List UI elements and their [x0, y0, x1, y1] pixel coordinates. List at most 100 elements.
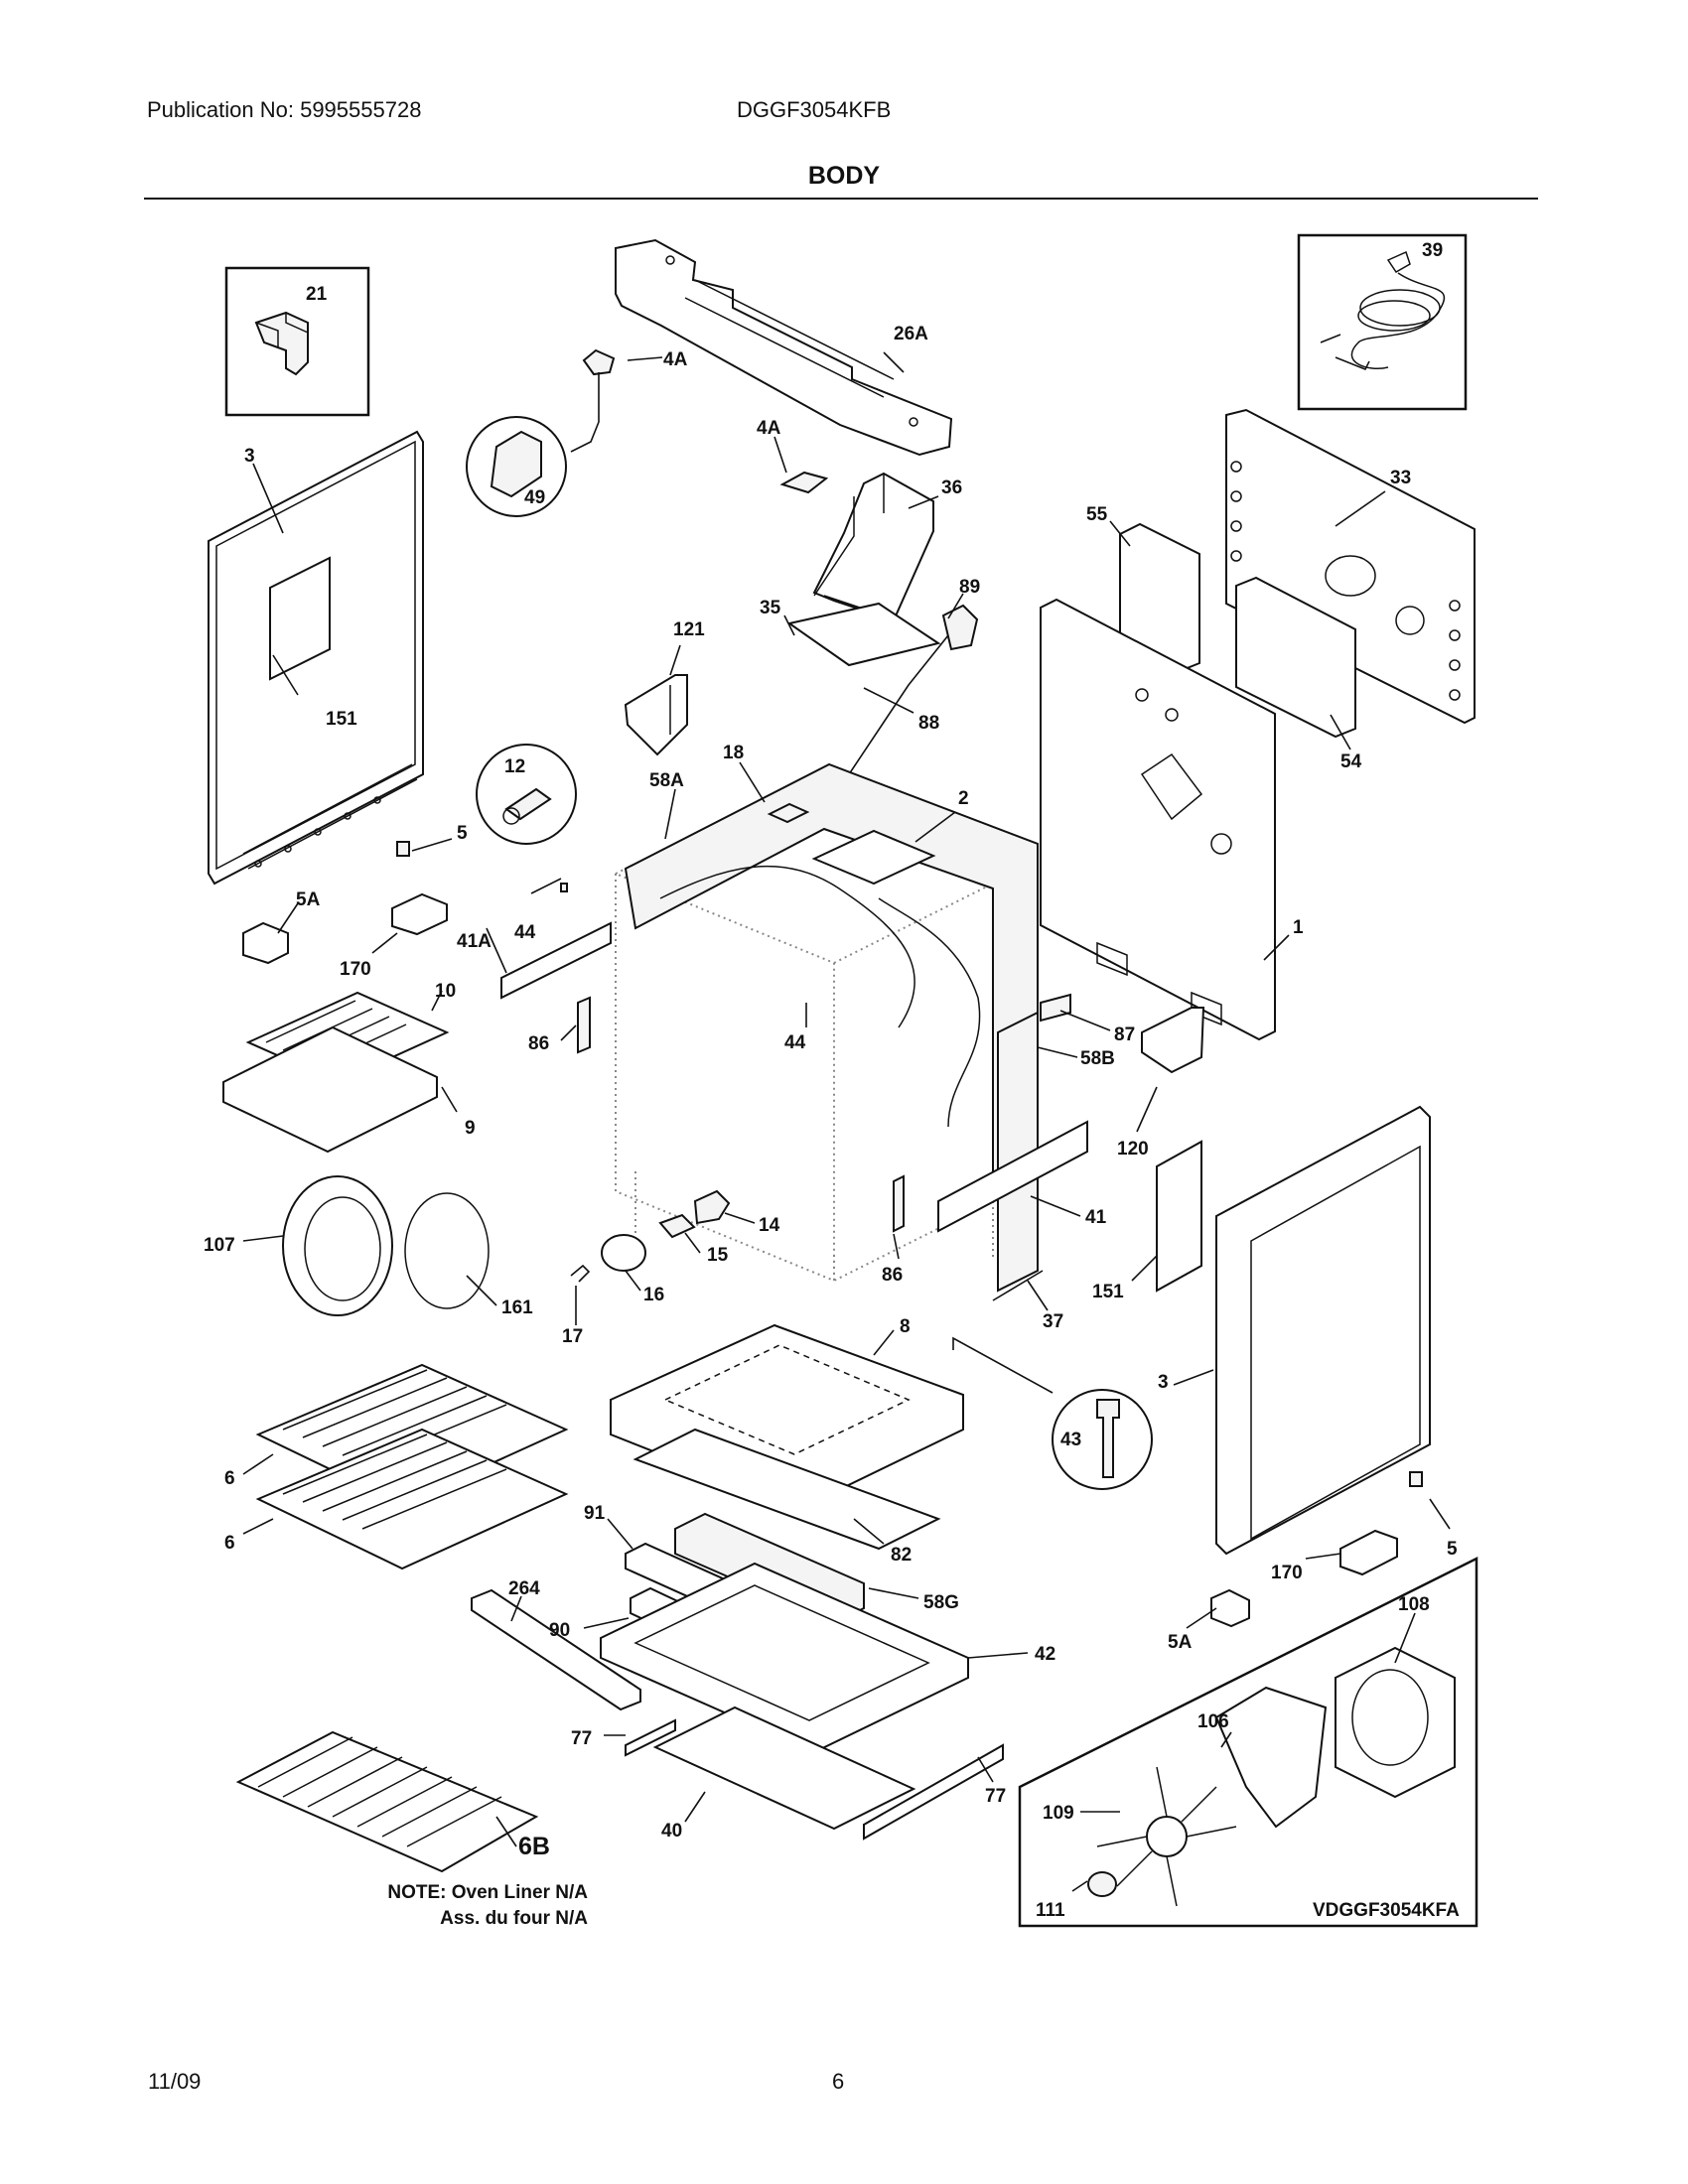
page-title: BODY — [807, 162, 881, 190]
label-41a: 41A — [457, 931, 492, 952]
label-91: 91 — [584, 1503, 606, 1524]
label-151-left: 151 — [326, 709, 357, 730]
part-9-drip-tray — [222, 1025, 438, 1154]
label-21: 21 — [306, 284, 328, 305]
label-35: 35 — [760, 598, 781, 618]
part-86-bracket-left — [577, 996, 591, 1054]
fan-kit-inset-box — [1018, 1556, 1478, 1928]
publication-date: 11/09 — [148, 2069, 202, 2094]
label-2: 2 — [958, 788, 969, 809]
label-5a-right: 5A — [1168, 1632, 1193, 1653]
label-77-right: 77 — [985, 1786, 1006, 1807]
label-15: 15 — [707, 1245, 729, 1266]
part-107-fan-cover — [282, 1175, 393, 1316]
label-16: 16 — [643, 1285, 664, 1305]
part-49-detail-circle — [466, 416, 567, 517]
part-58b-insulation — [997, 1011, 1039, 1293]
label-86-right: 86 — [882, 1265, 903, 1286]
label-37: 37 — [1043, 1311, 1063, 1332]
part-87-switch — [1040, 993, 1071, 1023]
label-111: 111 — [1036, 1900, 1065, 1921]
label-55: 55 — [1086, 504, 1108, 525]
label-6-upper: 6 — [224, 1468, 235, 1489]
part-35-gasket — [786, 602, 941, 667]
part-111-fan-nut — [1087, 1871, 1117, 1897]
label-4a-top: 4A — [663, 349, 688, 370]
label-151-right: 151 — [1092, 1282, 1124, 1302]
label-41: 41 — [1085, 1207, 1107, 1228]
label-5a-left: 5A — [296, 889, 321, 910]
part-12-detail-circle — [476, 744, 577, 845]
part-41a-rail — [500, 921, 612, 1000]
callout-leaders — [242, 351, 1451, 1892]
label-44-mid: 44 — [784, 1032, 806, 1053]
part-4a-clip — [779, 471, 829, 494]
part-89-sensor — [848, 604, 979, 775]
part-16-lamp-lens — [601, 1234, 646, 1272]
label-26a: 26A — [894, 324, 928, 344]
title-rule — [144, 198, 1538, 200]
part-109-fan-blade — [1096, 1766, 1237, 1907]
part-39-inset-box — [1297, 233, 1468, 411]
publication-number: Publication No: 5995555728 — [147, 97, 422, 122]
part-5-screw-left — [396, 841, 410, 857]
label-49: 49 — [524, 487, 545, 508]
label-58b: 58B — [1080, 1048, 1115, 1069]
label-39: 39 — [1422, 240, 1443, 261]
part-4a-bracket — [570, 348, 616, 453]
part-77-slide-left — [625, 1718, 676, 1757]
label-89: 89 — [959, 577, 980, 598]
label-88: 88 — [918, 713, 939, 734]
part-26a-top-rail — [615, 238, 953, 457]
part-5-screw-right — [1409, 1471, 1423, 1487]
part-108-fan-motor — [1335, 1646, 1456, 1799]
model-number: DGGF3054KFB — [737, 97, 892, 122]
part-37-wire — [992, 1270, 1044, 1301]
label-9: 9 — [465, 1118, 476, 1139]
part-33-rear-cover — [1225, 408, 1476, 725]
label-17: 17 — [562, 1326, 583, 1347]
label-107: 107 — [204, 1235, 235, 1256]
part-54-cover-plate — [1235, 576, 1356, 739]
label-44-left: 44 — [514, 922, 536, 943]
part-151-bracket-right — [1156, 1140, 1202, 1293]
part-1-back-panel — [1040, 598, 1276, 1041]
label-58g: 58G — [923, 1592, 959, 1613]
label-12: 12 — [504, 756, 525, 777]
part-264-bracket — [471, 1588, 641, 1711]
part-14-lamp-socket — [693, 1189, 731, 1225]
part-170-hinge-left — [391, 892, 448, 936]
part-5a-hinge-right — [1210, 1588, 1250, 1628]
label-36: 36 — [941, 478, 962, 498]
label-8: 8 — [900, 1316, 911, 1337]
part-17-clip — [570, 1264, 591, 1283]
label-170-left: 170 — [340, 959, 371, 980]
callout-labels: 21 26A 39 4A 4A 3 49 36 33 55 35 89 121 … — [204, 240, 1458, 1921]
label-10: 10 — [435, 981, 456, 1002]
part-40-drawer-bottom — [652, 1706, 916, 1831]
label-109: 109 — [1043, 1803, 1074, 1824]
part-121-bracket — [624, 674, 688, 756]
label-90: 90 — [549, 1620, 570, 1641]
part-42-drawer-frame — [600, 1562, 969, 1754]
label-121: 121 — [673, 619, 705, 640]
label-106: 106 — [1197, 1711, 1229, 1732]
label-170-right: 170 — [1271, 1563, 1303, 1583]
label-77-left: 77 — [571, 1728, 592, 1749]
part-15-bulb — [658, 1213, 696, 1239]
label-87: 87 — [1114, 1024, 1135, 1045]
note-line-2: Ass. du four N/A — [440, 1908, 588, 1929]
part-77-slide-right — [863, 1743, 1004, 1841]
label-161: 161 — [501, 1297, 533, 1318]
label-18: 18 — [723, 743, 744, 763]
label-4a-mid: 4A — [757, 418, 781, 439]
label-6b: 6B — [518, 1833, 550, 1860]
label-6-lower: 6 — [224, 1533, 235, 1554]
label-3-right: 3 — [1158, 1372, 1169, 1393]
part-43-detail-circle — [952, 1336, 1153, 1490]
label-86-left: 86 — [528, 1033, 549, 1054]
kit-model-number: VDGGF3054KFA — [1313, 1900, 1460, 1921]
label-43: 43 — [1060, 1430, 1081, 1450]
part-44-screw-left — [560, 883, 568, 892]
